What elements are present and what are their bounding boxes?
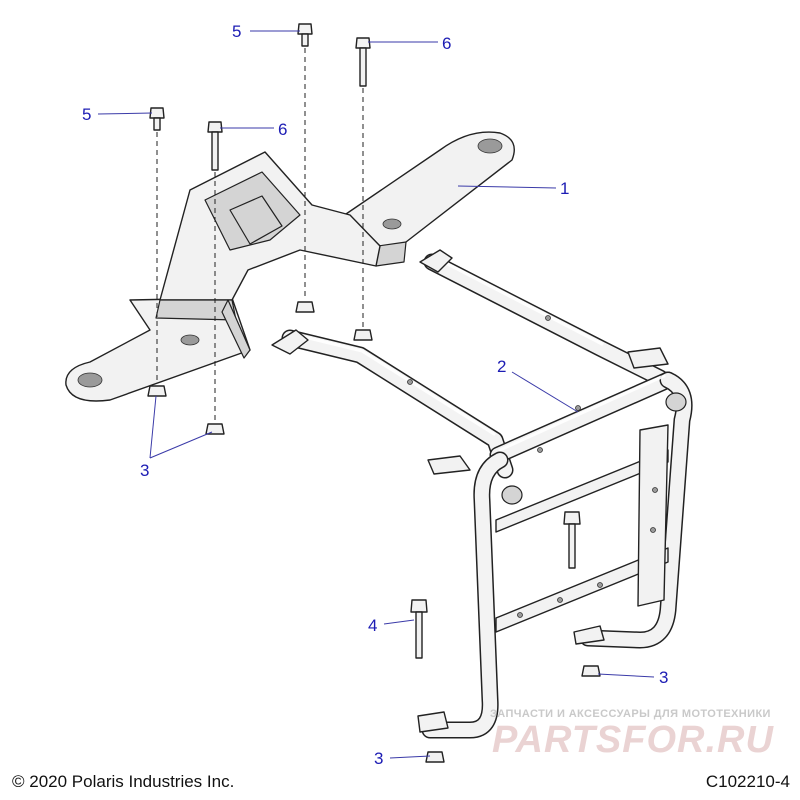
bolt-part-6-upper (355, 37, 371, 87)
callout-3-left: 3 (140, 395, 213, 480)
nut-part-3-a (295, 301, 315, 313)
callout-5-top: 5 (232, 22, 300, 41)
callout-label-3-bottom: 3 (374, 749, 383, 768)
callout-label-3-left: 3 (140, 461, 149, 480)
callout-6-left: 6 (220, 120, 287, 139)
watermark-tagline: ЗАПЧАСТИ И АКСЕССУАРЫ ДЛЯ МОТОТЕХНИКИ (490, 708, 771, 720)
callout-label-6-top: 6 (442, 34, 451, 53)
nut-part-3-b (353, 329, 373, 341)
watermark-brand: PARTSFOR.RU (492, 719, 774, 761)
bolt-part-4-rear (563, 511, 581, 569)
callout-label-1: 1 (560, 179, 569, 198)
callout-label-2: 2 (497, 357, 506, 376)
bolt-part-5-left (149, 107, 165, 131)
bolt-part-6-left (207, 121, 223, 171)
callout-1: 1 (457, 179, 569, 198)
callout-6-top: 6 (368, 34, 451, 53)
callout-label-4: 4 (368, 616, 377, 635)
figure-id: C102210-4 (705, 772, 790, 791)
nut-part-3-c (147, 385, 167, 397)
callout-label-3-right: 3 (659, 668, 668, 687)
copyright-text: © 2020 Polaris Industries Inc. (12, 772, 235, 791)
callout-label-5-top: 5 (232, 22, 241, 41)
callout-3-bottom: 3 (374, 749, 431, 768)
callout-5-left: 5 (82, 105, 153, 124)
nut-part-3-d (205, 423, 225, 435)
frame-part-2 (271, 249, 693, 739)
callout-label-5-left: 5 (82, 105, 91, 124)
watermark: ЗАПЧАСТИ И АКСЕССУАРЫ ДЛЯ МОТОТЕХНИКИ PA… (490, 708, 774, 761)
callout-2: 2 (497, 357, 579, 413)
callout-3-right: 3 (597, 668, 668, 687)
nut-part-3-f (425, 751, 445, 763)
callout-4: 4 (368, 616, 415, 635)
assembly-lines (156, 48, 364, 422)
callout-label-6-left: 6 (278, 120, 287, 139)
nut-part-3-e (581, 665, 601, 677)
bolt-part-4-front (410, 599, 428, 659)
bolt-part-5-upper (297, 23, 313, 47)
